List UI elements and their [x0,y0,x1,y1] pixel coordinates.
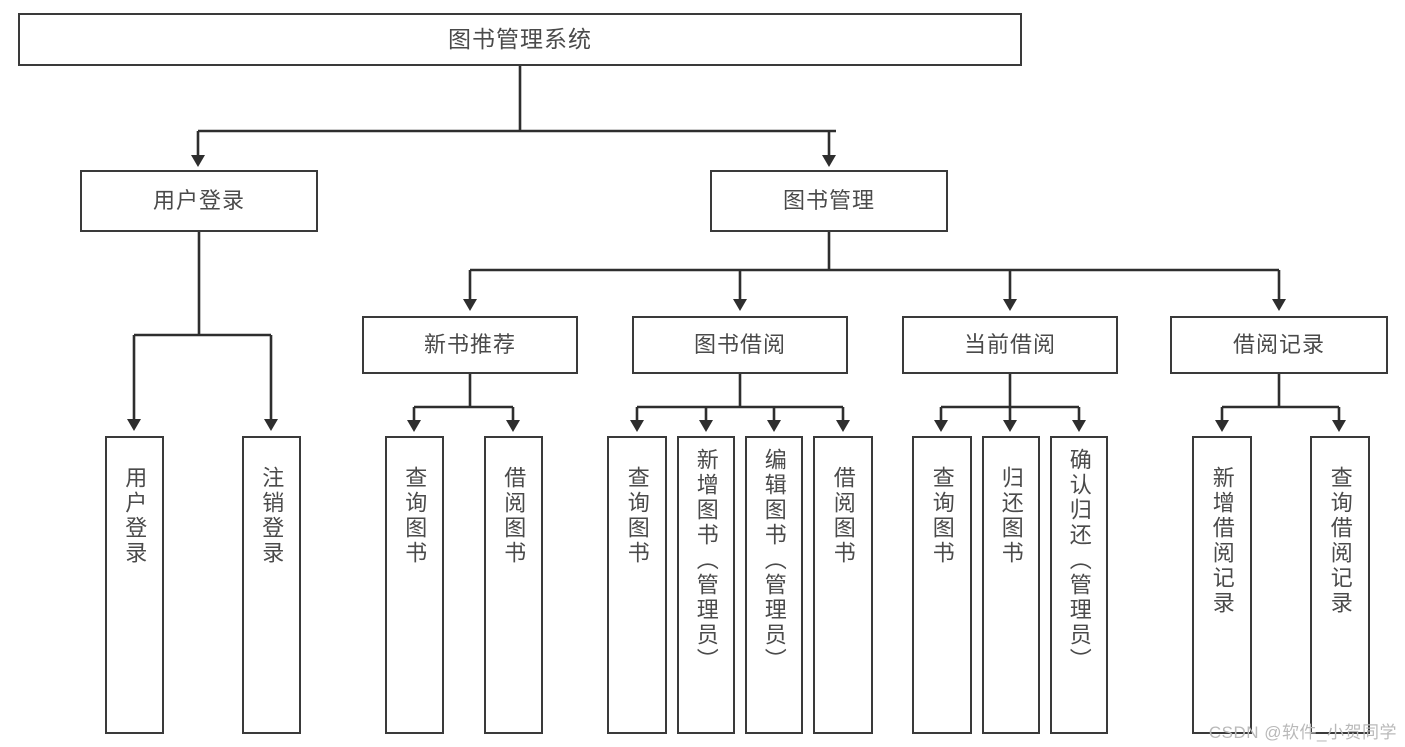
leaf-label: 确认归还（管理员） [1066,448,1092,673]
node-label: 新书推荐 [423,331,516,357]
leaf-current-borrow-confirm-return-admin[interactable]: 确认归还（管理员） [1050,436,1108,734]
leaf-book-borrow-edit-book-admin[interactable]: 编辑图书（管理员） [745,436,803,734]
leaf-current-borrow-query-book[interactable]: 查询图书 [912,436,972,734]
leaf-borrow-record-add-record[interactable]: 新增借阅记录 [1192,436,1252,734]
node-borrow-record[interactable]: 借阅记录 [1170,316,1388,374]
node-book-management[interactable]: 图书管理 [710,170,948,232]
leaf-label: 借阅图书 [501,466,527,566]
leaf-current-borrow-return-book[interactable]: 归还图书 [982,436,1040,734]
leaf-label: 查询图书 [929,466,955,566]
leaf-borrow-record-query-record[interactable]: 查询借阅记录 [1310,436,1370,734]
node-label: 借阅记录 [1232,331,1325,357]
node-root-book-management-system[interactable]: 图书管理系统 [18,13,1022,66]
leaf-label: 归还图书 [998,466,1024,566]
node-label: 图书管理系统 [448,25,592,52]
node-book-borrow[interactable]: 图书借阅 [632,316,848,374]
leaf-label: 注销登录 [259,466,285,566]
leaf-user-login-logout[interactable]: 注销登录 [242,436,301,734]
csdn-watermark: CSDN @软件_小贺同学 [1208,723,1397,742]
leaf-label: 查询图书 [402,466,428,566]
node-current-borrow[interactable]: 当前借阅 [902,316,1118,374]
leaf-book-borrow-add-book-admin[interactable]: 新增图书（管理员） [677,436,735,734]
leaf-label: 查询借阅记录 [1327,466,1353,616]
leaf-book-borrow-borrow-book[interactable]: 借阅图书 [813,436,873,734]
leaf-label: 新增图书（管理员） [693,448,719,673]
leaf-label: 查询图书 [624,466,650,566]
node-user-login[interactable]: 用户登录 [80,170,318,232]
leaf-book-borrow-query-book[interactable]: 查询图书 [607,436,667,734]
node-label: 图书借阅 [693,331,786,357]
leaf-label: 编辑图书（管理员） [761,448,787,673]
node-label: 当前借阅 [963,331,1056,357]
leaf-new-book-query-book[interactable]: 查询图书 [385,436,444,734]
leaf-user-login-login[interactable]: 用户登录 [105,436,164,734]
leaf-label: 用户登录 [122,466,148,566]
leaf-label: 新增借阅记录 [1209,466,1235,616]
leaf-label: 借阅图书 [830,466,856,566]
node-label: 用户登录 [152,187,245,213]
leaf-new-book-borrow-book[interactable]: 借阅图书 [484,436,543,734]
node-new-book-recommend[interactable]: 新书推荐 [362,316,578,374]
node-label: 图书管理 [782,187,875,213]
